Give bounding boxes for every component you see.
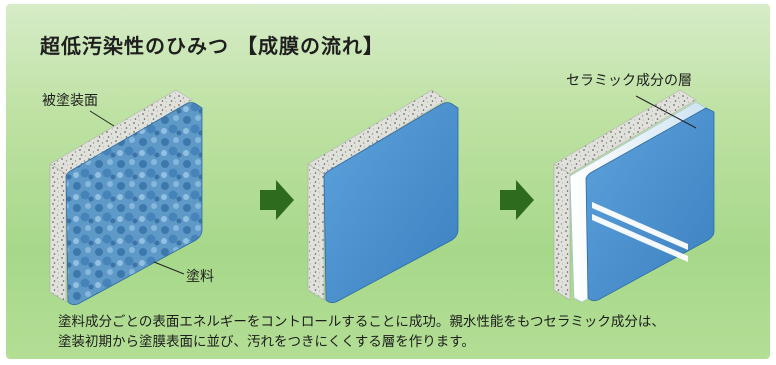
page-title: 超低汚染性のひみつ 【成膜の流れ】 [40, 34, 384, 58]
film-formation-diagram [49, 89, 715, 306]
arrow-step-2 [500, 180, 534, 220]
block-substrate-with-paint [49, 89, 203, 306]
ceramic-pointer-line [635, 95, 697, 129]
caption-line-1: 塗料成分ごとの表面エネルギーをコントロールすることに成功。親水性能をもつセラミッ… [58, 314, 665, 330]
arrow-step-1 [260, 180, 294, 220]
caption: 塗料成分ごとの表面エネルギーをコントロールすることに成功。親水性能をもつセラミッ… [58, 312, 758, 352]
block-ceramic-layer [553, 89, 715, 303]
label-paint: 塗料 [186, 269, 214, 285]
diagram-panel: 超低汚染性のひみつ 【成膜の流れ】 [6, 4, 770, 359]
substrate-pointer-line [89, 110, 115, 127]
caption-line-2: 塗装初期から塗膜表面に並び、汚れをつきにくくする層を作ります。 [58, 334, 475, 350]
label-substrate: 被塗装面 [42, 93, 98, 109]
label-ceramic: セラミック成分の層 [566, 73, 692, 89]
paint-pointer-line [153, 261, 185, 275]
block-smooth-paint [307, 89, 459, 304]
